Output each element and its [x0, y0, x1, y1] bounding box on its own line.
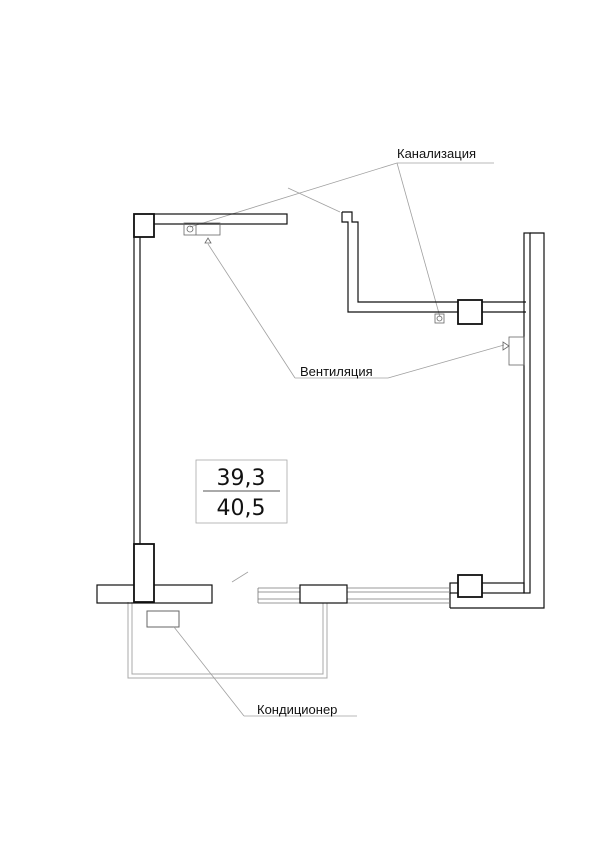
ventilation-label: Вентиляция — [300, 364, 373, 379]
air-conditioner-label: Кондиционер — [257, 702, 337, 717]
living-area-value: 39,3 — [217, 466, 266, 491]
sewer-label: Канализация — [397, 146, 476, 161]
leader-lines — [173, 162, 505, 717]
walls — [96, 211, 545, 609]
window-frame — [299, 584, 348, 604]
air-conditioner-unit — [146, 610, 180, 628]
total-area-value: 40,5 — [217, 496, 266, 521]
area-box: 39,3 40,5 — [195, 459, 288, 524]
balcony-window — [257, 587, 450, 604]
balcony — [127, 602, 328, 679]
ventilation-icon — [204, 237, 525, 366]
sewer-icon — [183, 222, 445, 324]
columns — [133, 213, 483, 603]
